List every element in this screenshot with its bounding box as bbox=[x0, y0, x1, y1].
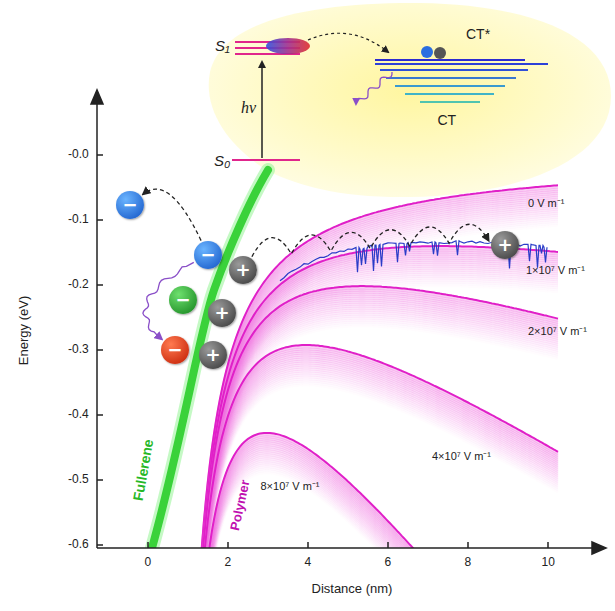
plot-label: -0.5 bbox=[68, 473, 89, 487]
charge-circle: − bbox=[169, 286, 197, 314]
plot-label: -0.6 bbox=[68, 538, 89, 552]
charge-sign: − bbox=[175, 291, 190, 309]
charge-circle: + bbox=[229, 256, 257, 284]
plot-label: 2 bbox=[225, 556, 232, 570]
plot-label: Distance (nm) bbox=[312, 582, 393, 597]
inset-levels bbox=[232, 33, 548, 160]
charge-sign: − bbox=[122, 196, 137, 214]
fullerene-curve bbox=[152, 170, 268, 548]
plot-label: -0.1 bbox=[68, 213, 89, 227]
charge-circle: + bbox=[199, 341, 227, 369]
plot-label: -0.0 bbox=[68, 148, 89, 162]
plot-label: 8×10⁷ V m⁻¹ bbox=[261, 480, 320, 493]
plot-label: 2×10⁷ V m⁻¹ bbox=[528, 325, 587, 338]
plot-label: 1×10⁷ V m⁻¹ bbox=[526, 264, 585, 277]
charge-sign: + bbox=[205, 346, 220, 364]
plot-label: 10 bbox=[542, 556, 555, 570]
plot-label: CT* bbox=[466, 26, 490, 42]
plot-label: 4 bbox=[305, 556, 312, 570]
plot-label: S₀ bbox=[214, 152, 230, 169]
fullerene-curve bbox=[152, 170, 268, 548]
charge-circle: − bbox=[161, 336, 189, 364]
potential-curves bbox=[200, 185, 558, 548]
plot-label: hν bbox=[241, 99, 256, 117]
charge-sign: + bbox=[497, 236, 512, 254]
axis-title: Fullerene bbox=[130, 438, 157, 502]
charge-sign: − bbox=[167, 341, 182, 359]
transfer-arrow bbox=[252, 224, 489, 256]
plot-label: CT bbox=[438, 112, 457, 128]
plot-label: 6 bbox=[385, 556, 392, 570]
charge-sign: + bbox=[214, 304, 229, 322]
plot-label: 8 bbox=[465, 556, 472, 570]
charge-circle: − bbox=[116, 191, 144, 219]
plot-label: -0.4 bbox=[68, 408, 89, 422]
plot-label: -0.2 bbox=[68, 278, 89, 292]
charge-sign: + bbox=[235, 261, 250, 279]
charge-circle: + bbox=[208, 299, 236, 327]
plot-label: -0.3 bbox=[68, 343, 89, 357]
charge-sign: − bbox=[200, 246, 215, 264]
plot-label: 0 V m⁻¹ bbox=[528, 197, 564, 210]
transfer-arrow bbox=[143, 189, 201, 240]
plot-label: 4×10⁷ V m⁻¹ bbox=[432, 450, 491, 463]
charge-circle: + bbox=[491, 231, 519, 259]
plot-label: S₁ bbox=[215, 37, 230, 54]
axis-title: Energy (eV) bbox=[17, 295, 32, 364]
plot-label: 0 bbox=[145, 556, 152, 570]
charge-circle: − bbox=[194, 241, 222, 269]
axes bbox=[91, 90, 606, 554]
